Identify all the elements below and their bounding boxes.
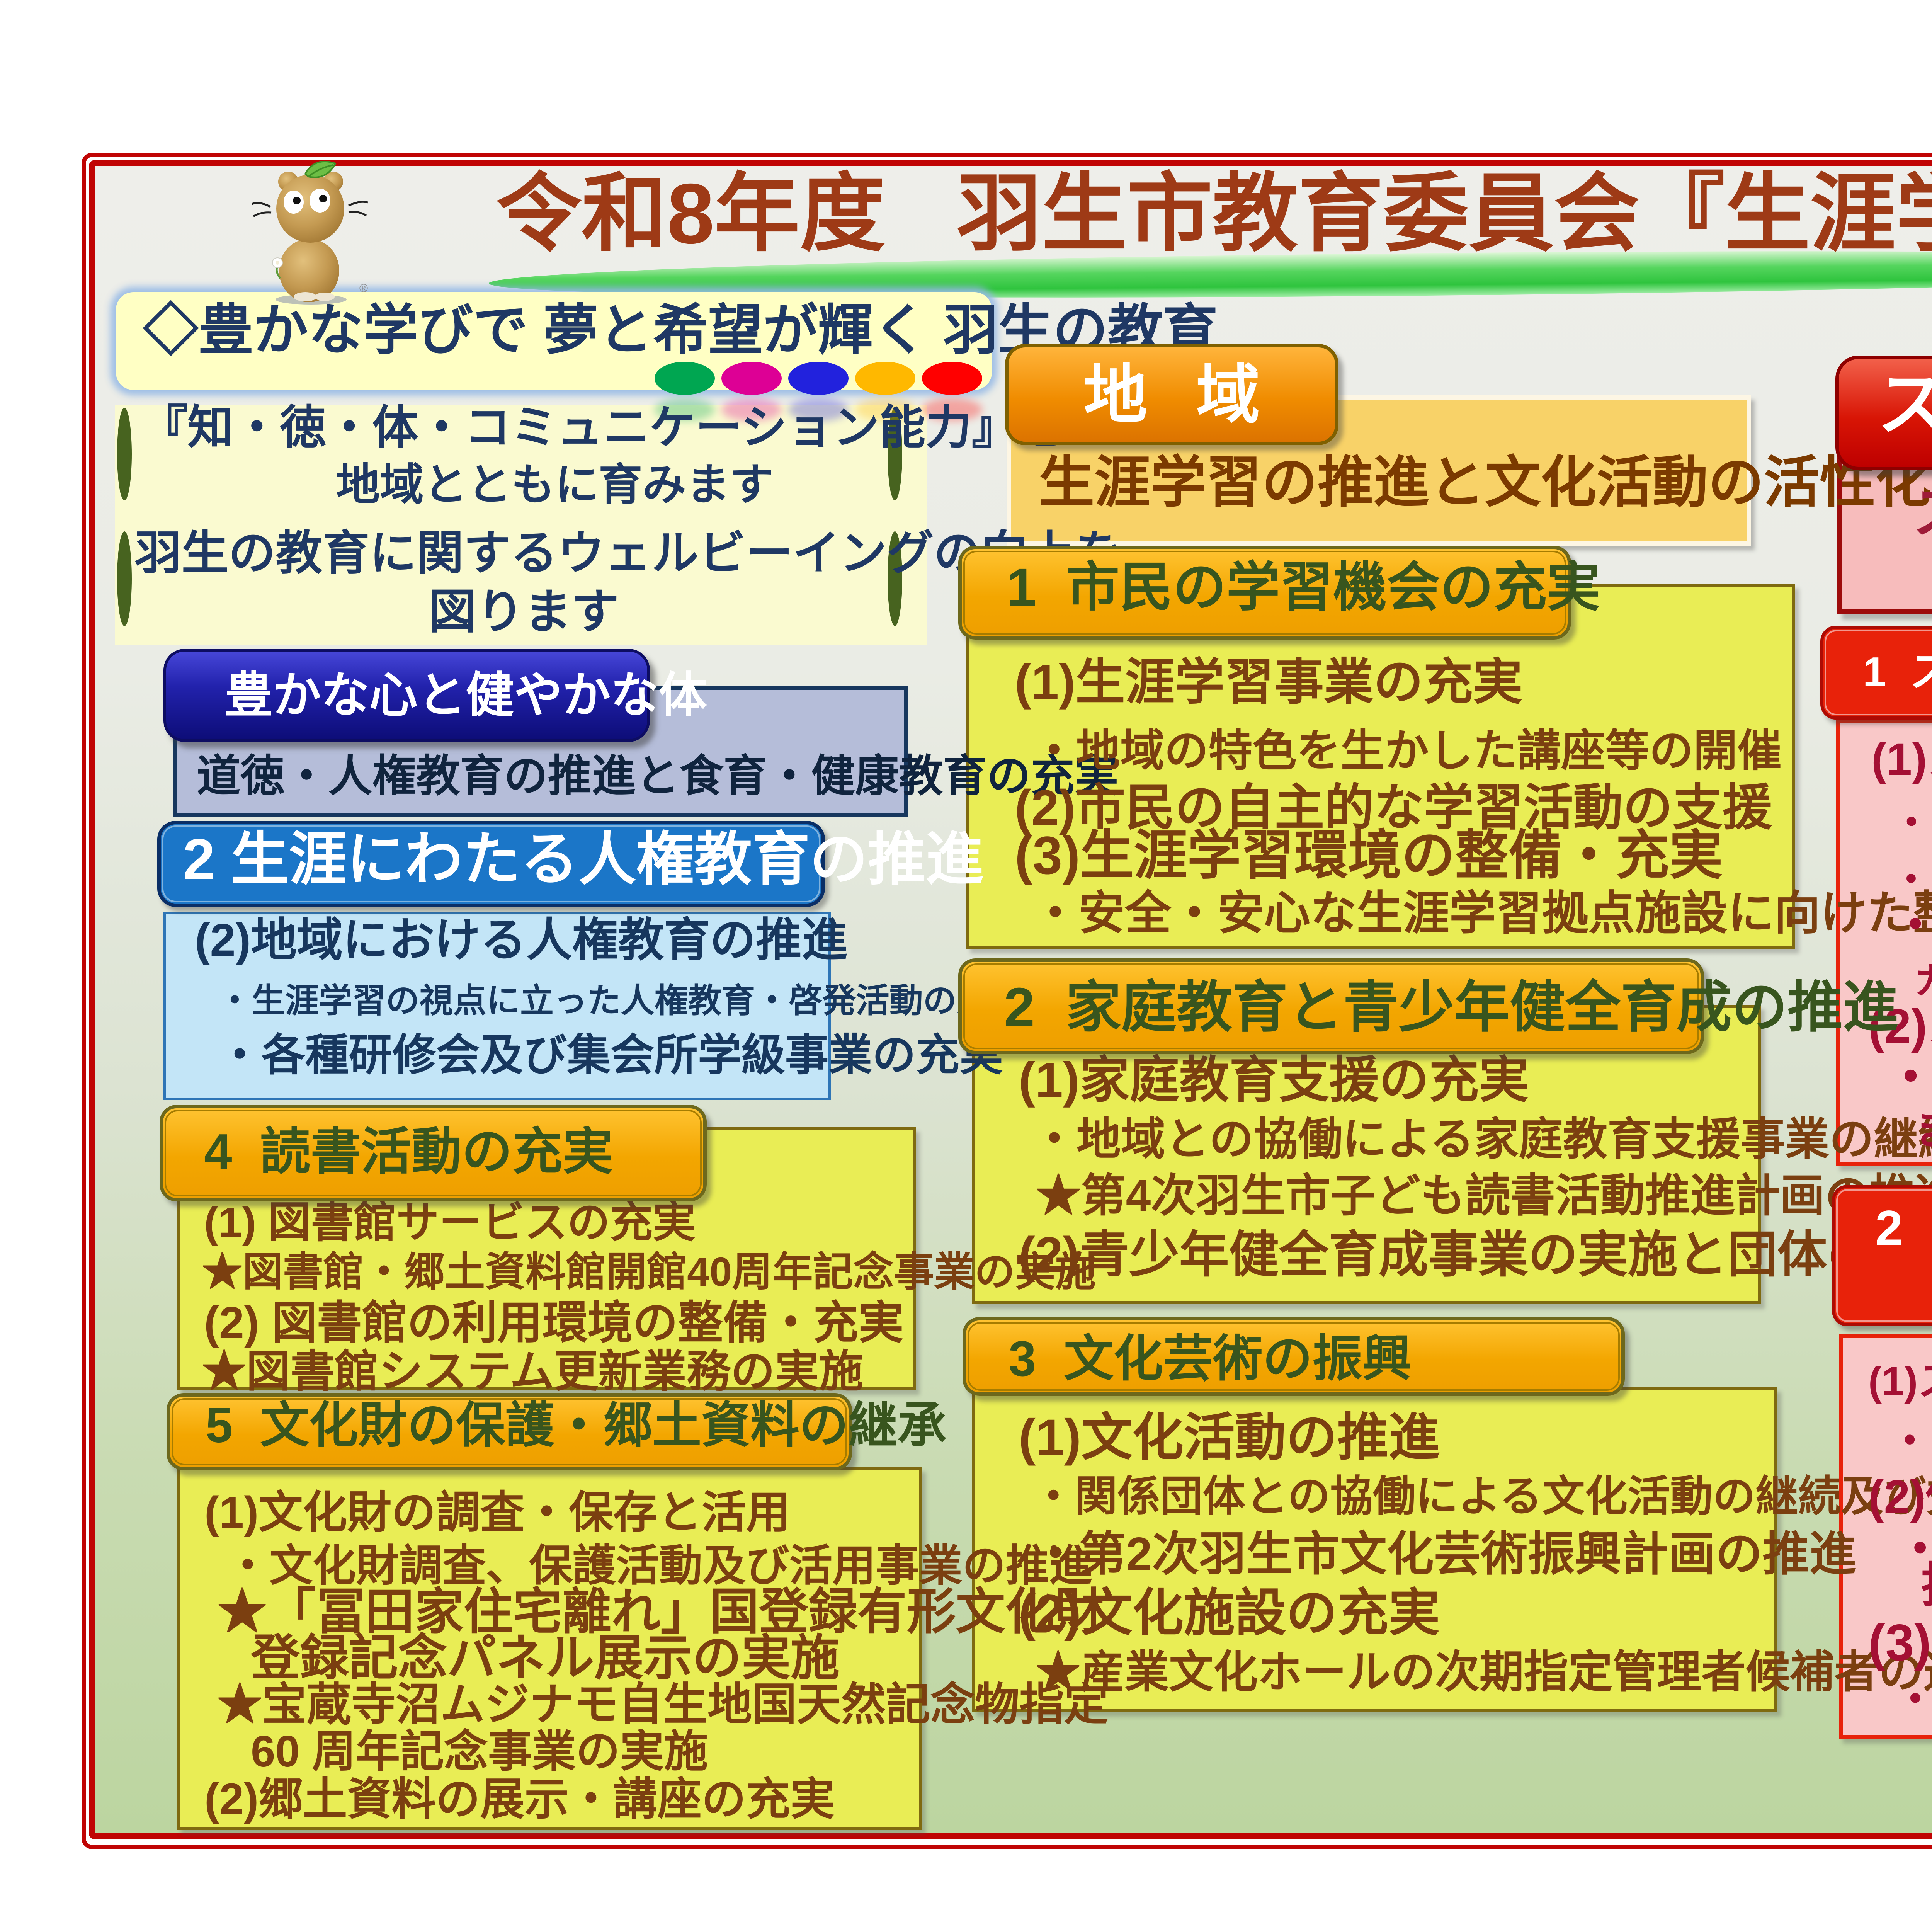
svg-text:®: ® xyxy=(359,282,368,295)
